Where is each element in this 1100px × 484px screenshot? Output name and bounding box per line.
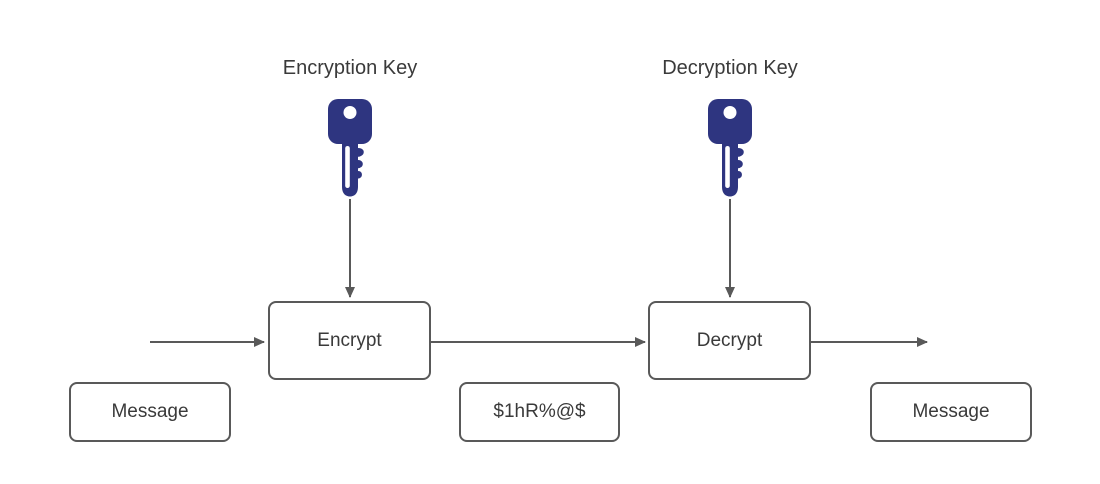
encrypt-node-label: Encrypt bbox=[317, 329, 382, 351]
decryption-key-icon bbox=[708, 99, 752, 197]
decrypt-node-label: Decrypt bbox=[696, 329, 763, 351]
decrypt-node: Decrypt bbox=[648, 301, 811, 380]
message-out-node: Message bbox=[870, 382, 1032, 442]
decryption-key-label: Decryption Key bbox=[662, 57, 798, 79]
encryption-key-label: Encryption Key bbox=[282, 57, 418, 79]
encryption-key-icon bbox=[328, 99, 372, 197]
message-in-label: Message bbox=[111, 401, 189, 422]
message-out-label: Message bbox=[912, 401, 990, 422]
ciphertext-label: $1hR%@$ bbox=[493, 401, 586, 422]
encrypt-node: Encrypt bbox=[268, 301, 431, 380]
ciphertext-node: $1hR%@$ bbox=[459, 382, 620, 442]
message-in-node: Message bbox=[69, 382, 231, 442]
